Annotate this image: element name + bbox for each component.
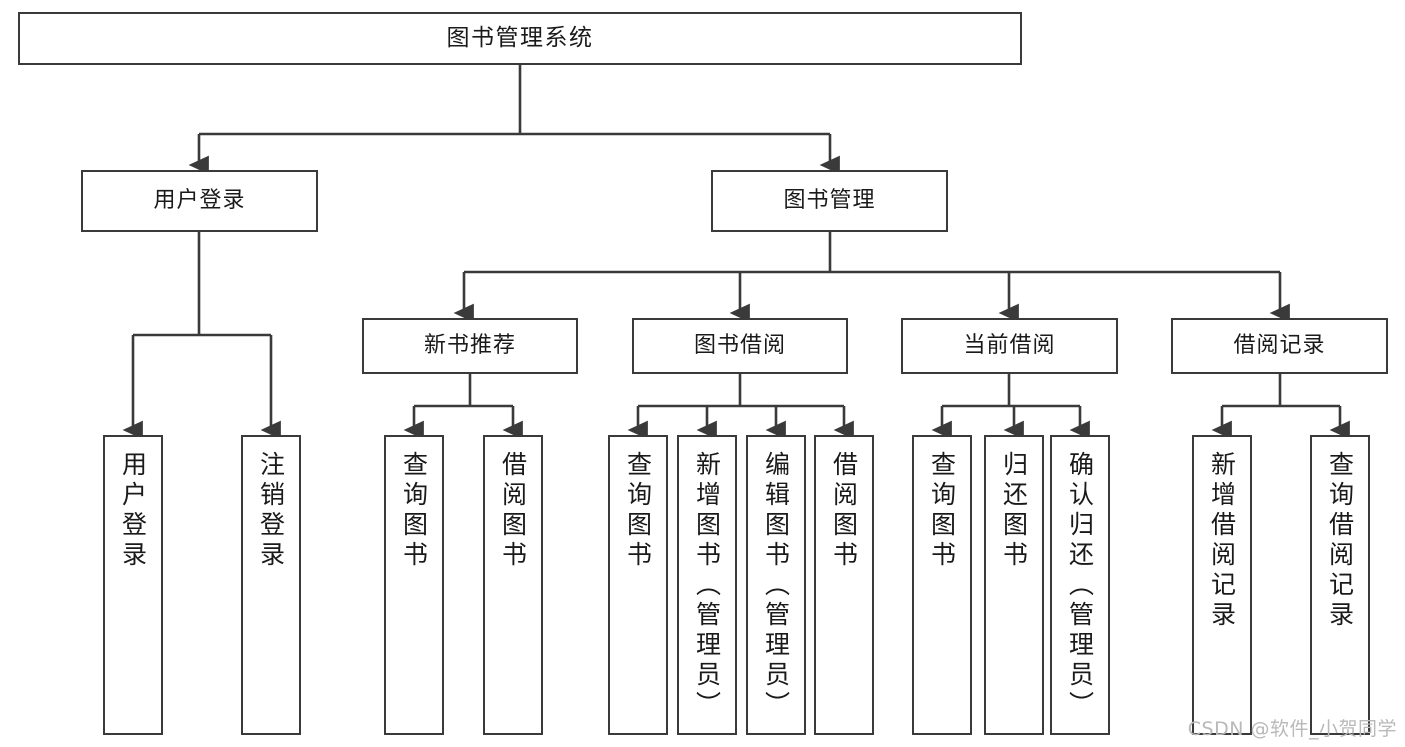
leaf-current-query-book-label: 查询图书	[927, 451, 957, 571]
node-borrow-record[interactable]: 借阅记录	[1171, 318, 1388, 374]
leaf-current-return-book[interactable]: 归还图书	[984, 435, 1044, 735]
leaf-user-login-signout-label: 注销登录	[256, 451, 286, 571]
node-root-label: 图书管理系统	[446, 25, 594, 52]
node-current-borrow-label: 当前借阅	[963, 333, 1056, 359]
leaf-borrow-query-book-label: 查询图书	[623, 451, 653, 571]
node-new-book-recommend-label: 新书推荐	[423, 333, 516, 359]
leaf-record-query-label: 查询借阅记录	[1325, 451, 1355, 631]
node-current-borrow[interactable]: 当前借阅	[901, 318, 1118, 374]
leaf-record-add-label: 新增借阅记录	[1207, 451, 1237, 631]
leaf-new-book-borrow[interactable]: 借阅图书	[483, 435, 543, 735]
node-borrow-record-label: 借阅记录	[1233, 333, 1326, 359]
leaf-new-book-query[interactable]: 查询图书	[384, 435, 444, 735]
node-user-login-label: 用户登录	[153, 188, 246, 214]
node-book-management[interactable]: 图书管理	[711, 170, 948, 232]
leaf-user-login-signout[interactable]: 注销登录	[241, 435, 301, 735]
leaf-borrow-edit-book-label: 编辑图书（管理员）	[761, 451, 791, 721]
leaf-record-query[interactable]: 查询借阅记录	[1310, 435, 1370, 735]
leaf-current-confirm-return[interactable]: 确认归还（管理员）	[1050, 435, 1110, 735]
leaf-current-query-book[interactable]: 查询图书	[912, 435, 972, 735]
node-user-login[interactable]: 用户登录	[81, 170, 318, 232]
leaf-borrow-borrow-book-label: 借阅图书	[829, 451, 859, 571]
leaf-borrow-edit-book[interactable]: 编辑图书（管理员）	[746, 435, 806, 735]
leaf-borrow-borrow-book[interactable]: 借阅图书	[814, 435, 874, 735]
leaf-current-confirm-return-label: 确认归还（管理员）	[1065, 451, 1095, 721]
leaf-user-login-signin-label: 用户登录	[118, 451, 148, 571]
node-book-borrow[interactable]: 图书借阅	[632, 318, 848, 374]
leaf-new-book-query-label: 查询图书	[399, 451, 429, 571]
node-new-book-recommend[interactable]: 新书推荐	[362, 318, 578, 374]
node-root[interactable]: 图书管理系统	[18, 12, 1022, 65]
leaf-new-book-borrow-label: 借阅图书	[498, 451, 528, 571]
node-book-management-label: 图书管理	[783, 188, 876, 214]
leaf-current-return-book-label: 归还图书	[999, 451, 1029, 571]
leaf-borrow-add-book[interactable]: 新增图书（管理员）	[677, 435, 737, 735]
leaf-record-add[interactable]: 新增借阅记录	[1192, 435, 1252, 735]
leaf-user-login-signin[interactable]: 用户登录	[103, 435, 163, 735]
node-book-borrow-label: 图书借阅	[693, 333, 786, 359]
leaf-borrow-add-book-label: 新增图书（管理员）	[692, 451, 722, 721]
leaf-borrow-query-book[interactable]: 查询图书	[608, 435, 668, 735]
watermark: CSDN @软件_小贺同学	[1187, 718, 1397, 740]
